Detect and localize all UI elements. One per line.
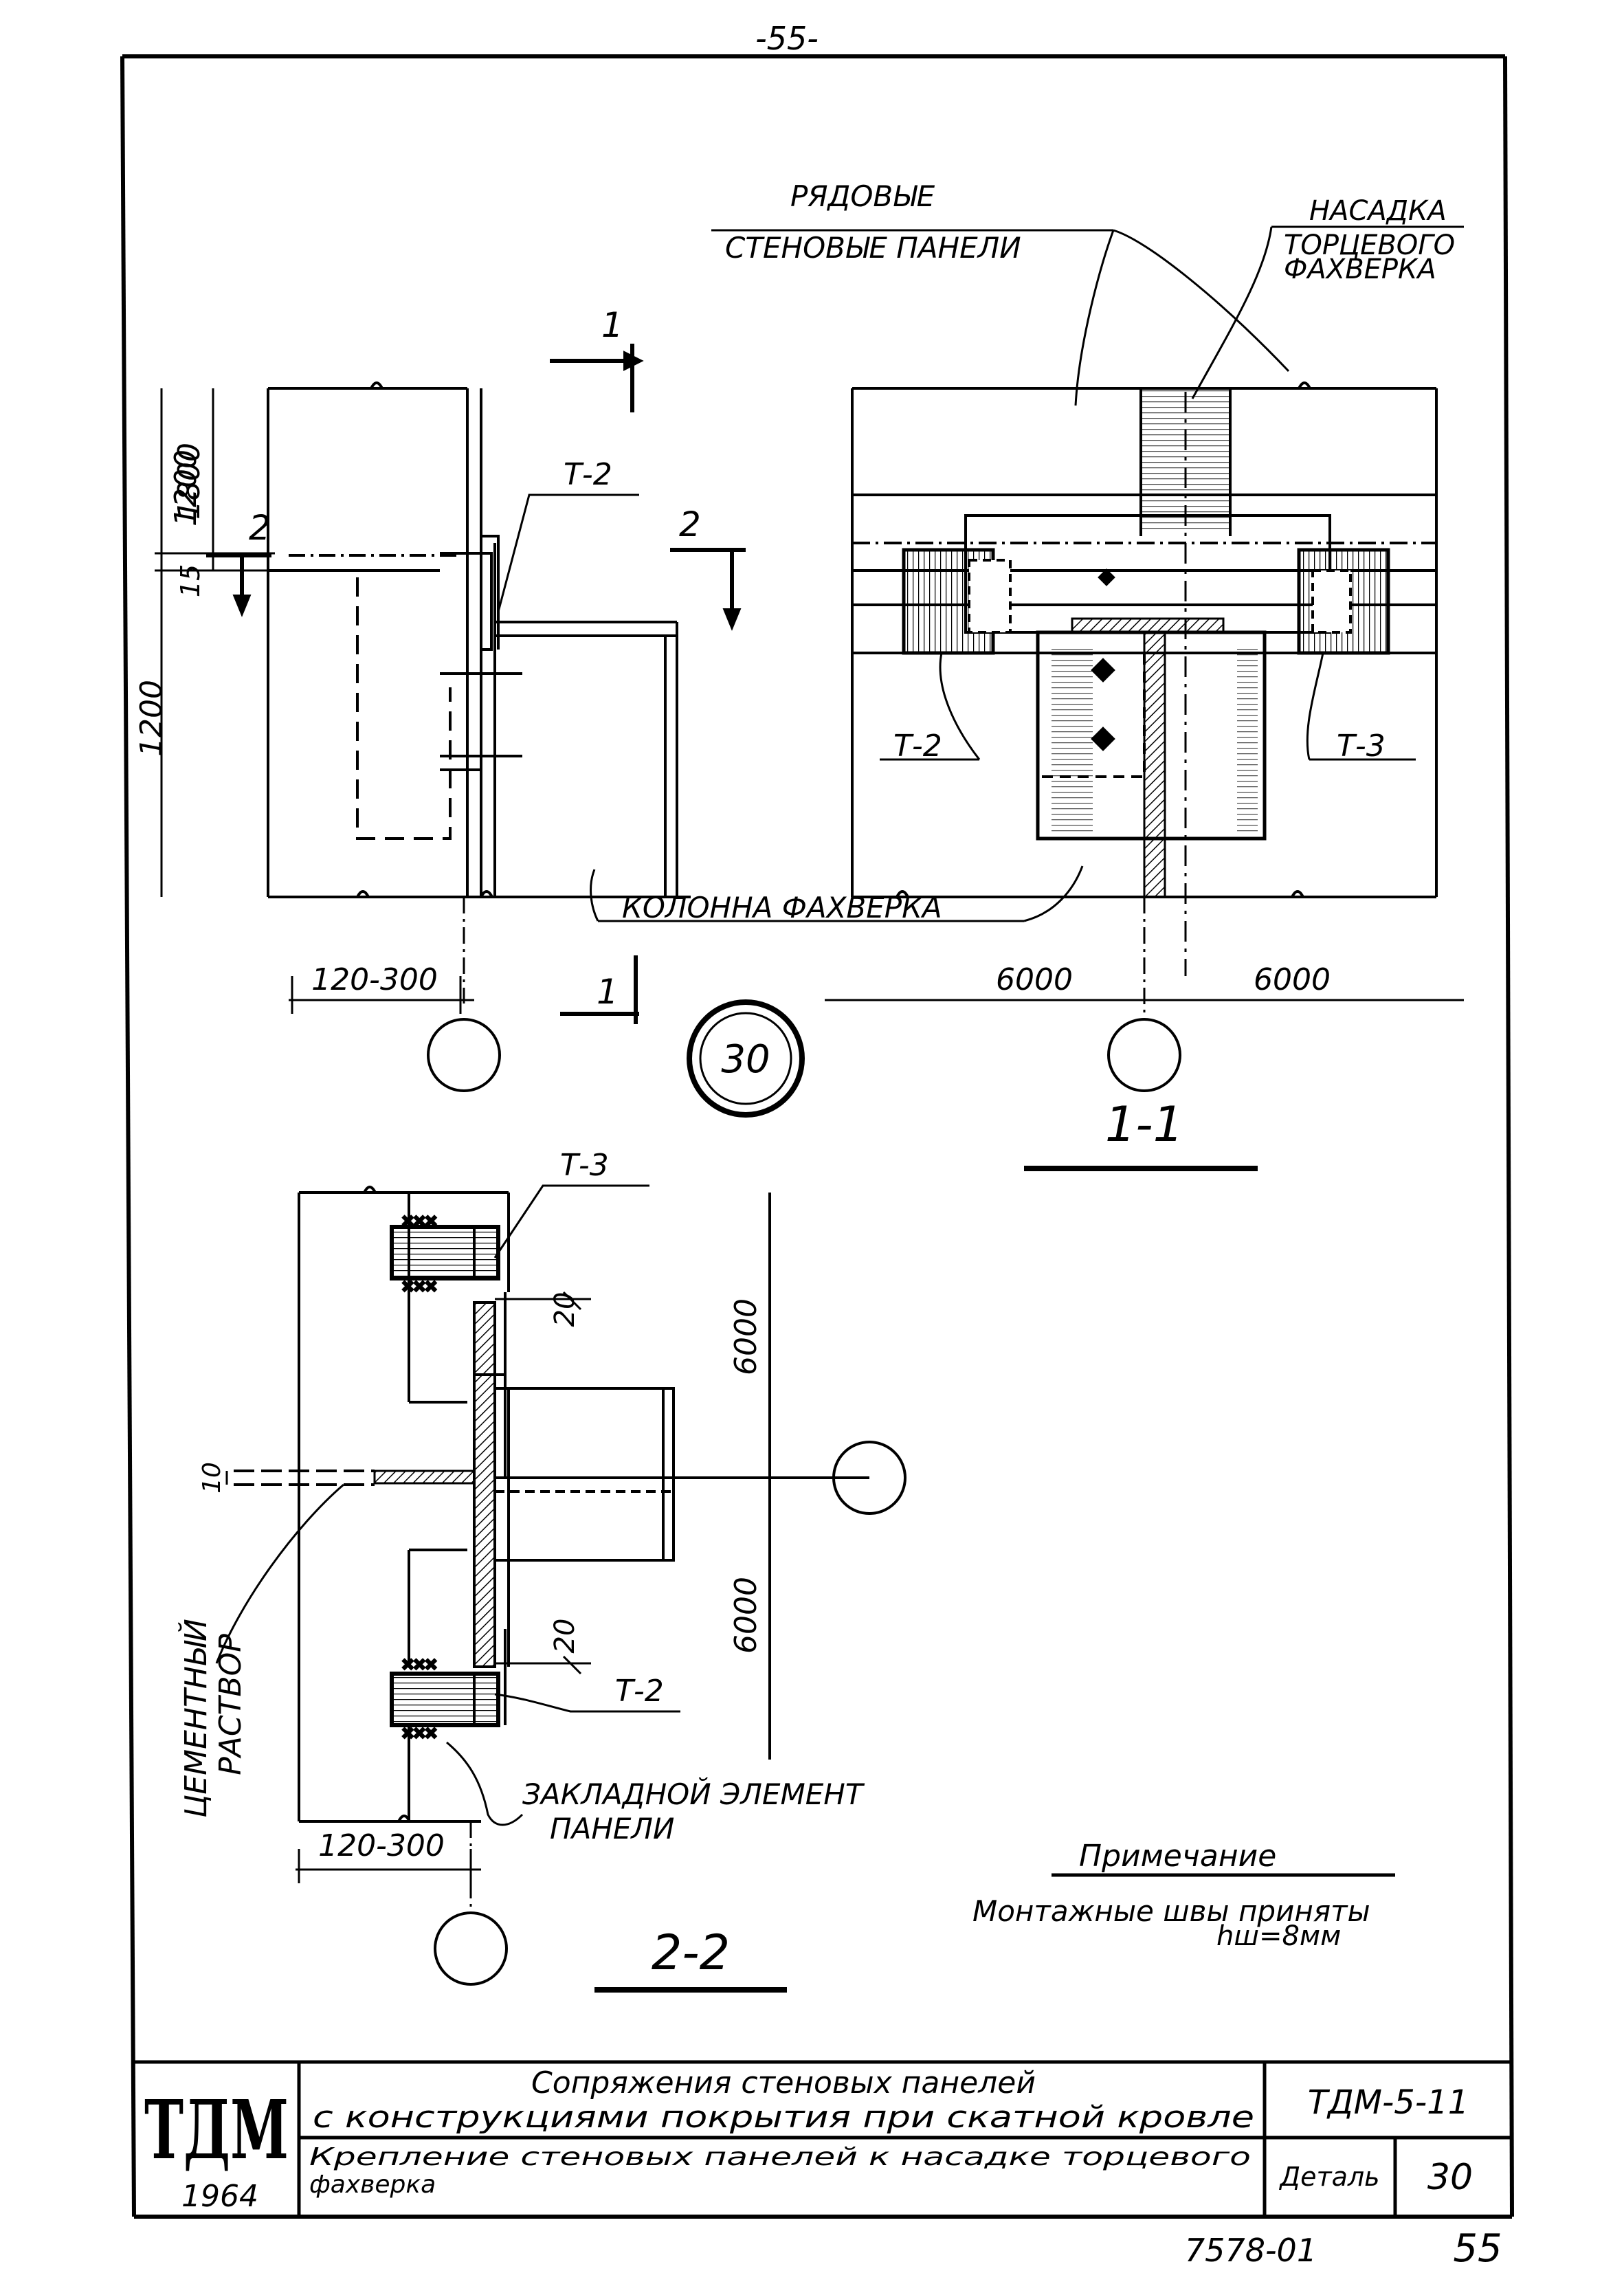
section-2-label-right: 2: [679, 505, 701, 544]
callout-row-panels-line1: РЯДОВЫЕ: [790, 179, 935, 213]
callout-end-cap-line3: ФАХВЕРКА: [1284, 254, 1436, 285]
callout-cement-line1: ЦЕМЕНТНЫЙ: [177, 1619, 214, 1818]
title-detail-value: 30: [1427, 2157, 1473, 2198]
section-11-title: 1-1: [1105, 1096, 1183, 1153]
title-block: [134, 2060, 1512, 2217]
section-cut-1-bottom: [560, 955, 639, 1024]
section-22-title: 2-2: [652, 1925, 730, 1981]
title-line1: Сопряжения стеновых панелей: [531, 2065, 1036, 2100]
dim-120-300-top: 120-300: [311, 962, 438, 997]
note-line1: Монтажные швы приняты: [972, 1894, 1370, 1928]
axis-circle-section11: [1107, 1018, 1181, 1092]
side-view-dimensions: [155, 388, 474, 1014]
callout-embed-line1: ЗАКЛАДНОЙ ЭЛЕМЕНТ: [522, 1777, 865, 1811]
page-bottom-code: 7578-01: [1185, 2232, 1317, 2269]
section-cut-2-left: [206, 553, 271, 617]
detail-bubble-outer: [687, 999, 805, 1118]
callout-embed-line2: ПАНЕЛИ: [550, 1812, 674, 1845]
subtitle-line1: Крепление стеновых панелей к насадке тор…: [309, 2143, 1251, 2171]
mark-t3-section22: Т-3: [560, 1148, 609, 1183]
callout-row-panels-line2: СТЕНОВЫЕ ПАНЕЛИ: [725, 231, 1021, 265]
callout-end-cap-line1: НАСАДКА: [1309, 195, 1447, 227]
dim-10: 10: [198, 1462, 226, 1494]
title-year: 1964: [181, 2179, 258, 2214]
callout-end-cap-line2: ТОРЦЕВОГО: [1284, 230, 1455, 261]
section-2-2: ××× ××× ××× ×××: [234, 1186, 869, 1911]
sheet-frame: [120, 54, 1514, 2219]
side-view: [267, 381, 691, 1004]
note-title: Примечание: [1079, 1839, 1276, 1874]
dim-6000-vert-bottom: 6000: [728, 1577, 764, 1654]
svg-text:×××: ×××: [402, 1209, 437, 1232]
detail-number: 30: [721, 1037, 770, 1082]
svg-text:×××: ×××: [402, 1274, 437, 1297]
dim-1200-bottom: 1200: [134, 680, 169, 757]
detail-bubble-inner: [699, 1012, 792, 1105]
subtitle-line2: фахверка: [309, 2171, 436, 2199]
note-line2: hш=8мм: [1216, 1920, 1341, 1952]
leader-t2-side: [497, 494, 639, 612]
mark-t2-section22: Т-2: [615, 1674, 664, 1709]
svg-text:×××: ×××: [402, 1652, 437, 1675]
dim-20-bottom: 20: [549, 1619, 581, 1654]
title-series: ТДМ-5-11: [1308, 2083, 1469, 2122]
dim-1800-visible: 1800: [172, 443, 207, 520]
page-top-number: -55-: [755, 20, 819, 57]
page-bottom-number: 55: [1453, 2226, 1502, 2271]
section-1-1: [851, 381, 1438, 976]
title-logo: ТДМ: [144, 2082, 289, 2177]
section-1-label-top: 1: [601, 305, 623, 345]
svg-text:×××: ×××: [402, 1721, 437, 1744]
title-detail-label: Деталь: [1278, 2162, 1379, 2192]
section-2-label-left: 2: [249, 508, 271, 548]
section-cut-1-top: [550, 344, 644, 412]
dim-15: 15: [175, 564, 205, 597]
dim-20-top: 20: [549, 1292, 581, 1327]
section-1-label-bottom: 1: [597, 972, 619, 1012]
mark-t2-section11: Т-2: [893, 729, 942, 764]
dim-6000-vert-top: 6000: [728, 1298, 764, 1375]
section-2-2-dimensions: [225, 1291, 591, 1883]
dim-6000-left: 6000: [996, 962, 1073, 997]
axis-circle-side: [427, 1018, 501, 1092]
callout-column: КОЛОННА ФАХВЕРКА: [622, 891, 942, 924]
title-line2: с конструкциями покрытия при скатной кро…: [313, 2100, 1254, 2135]
axis-circle-section22-bottom: [434, 1911, 508, 1986]
mark-t2-side: Т-2: [564, 457, 612, 492]
mark-t3-section11: Т-3: [1337, 729, 1386, 764]
dim-1200-top: 1200: [168, 450, 203, 526]
dim-6000-right: 6000: [1254, 962, 1331, 997]
section-cut-2-right: [670, 548, 746, 631]
callout-cement-line2: РАСТВОР: [213, 1634, 248, 1775]
dim-120-300-bottom: 120-300: [318, 1828, 445, 1863]
section-2-2-leaders: [215, 1184, 680, 1826]
